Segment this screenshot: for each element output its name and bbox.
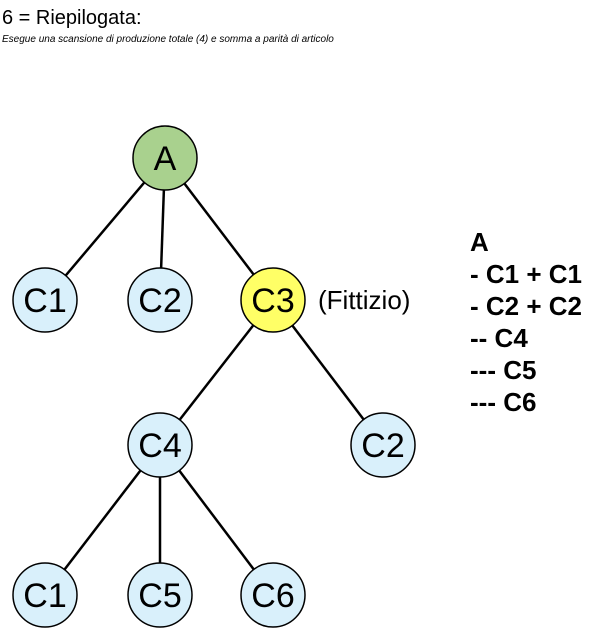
summary-list: A - C1 + C1 - C2 + C2 -- C4 --- C5 --- C… [470,226,582,418]
node-circle [350,412,416,478]
node-circle [12,562,78,628]
node-c2-sub: C2 [350,412,416,478]
node-c2-top: C2 [127,267,193,333]
node-label: C2 [138,282,181,320]
node-circle [132,125,198,191]
node-circle [240,562,306,628]
node-label: A [154,140,177,178]
node-label: C1 [23,577,66,615]
node-circle [127,412,193,478]
node-c3: C3 [240,267,306,333]
node-c1-sub: C1 [12,562,78,628]
phantom-note: (Fittizio) [318,285,410,315]
summary-line: -- C4 [470,323,528,353]
page-subtitle: Esegue una scansione di produzione total… [2,34,334,45]
node-a: A [132,125,198,191]
page-title: 6 = Riepilogata: [2,7,142,29]
node-label: C3 [251,282,294,320]
node-label: C6 [251,577,294,615]
node-c5: C5 [127,562,193,628]
node-circle [12,267,78,333]
summary-line: --- C6 [470,387,537,417]
summary-line: A [470,227,489,257]
summary-line: --- C5 [470,355,537,385]
node-label: C5 [138,577,181,615]
node-circle [240,267,306,333]
node-label: C2 [361,427,404,465]
summary-line: - C1 + C1 [470,259,582,289]
node-label: C1 [23,282,66,320]
summary-line: - C2 + C2 [470,291,582,321]
node-c6: C6 [240,562,306,628]
node-label: C4 [138,427,181,465]
node-c1-top: C1 [12,267,78,333]
tree-edges [44,157,384,596]
node-c4: C4 [127,412,193,478]
node-circle [127,267,193,333]
node-circle [127,562,193,628]
